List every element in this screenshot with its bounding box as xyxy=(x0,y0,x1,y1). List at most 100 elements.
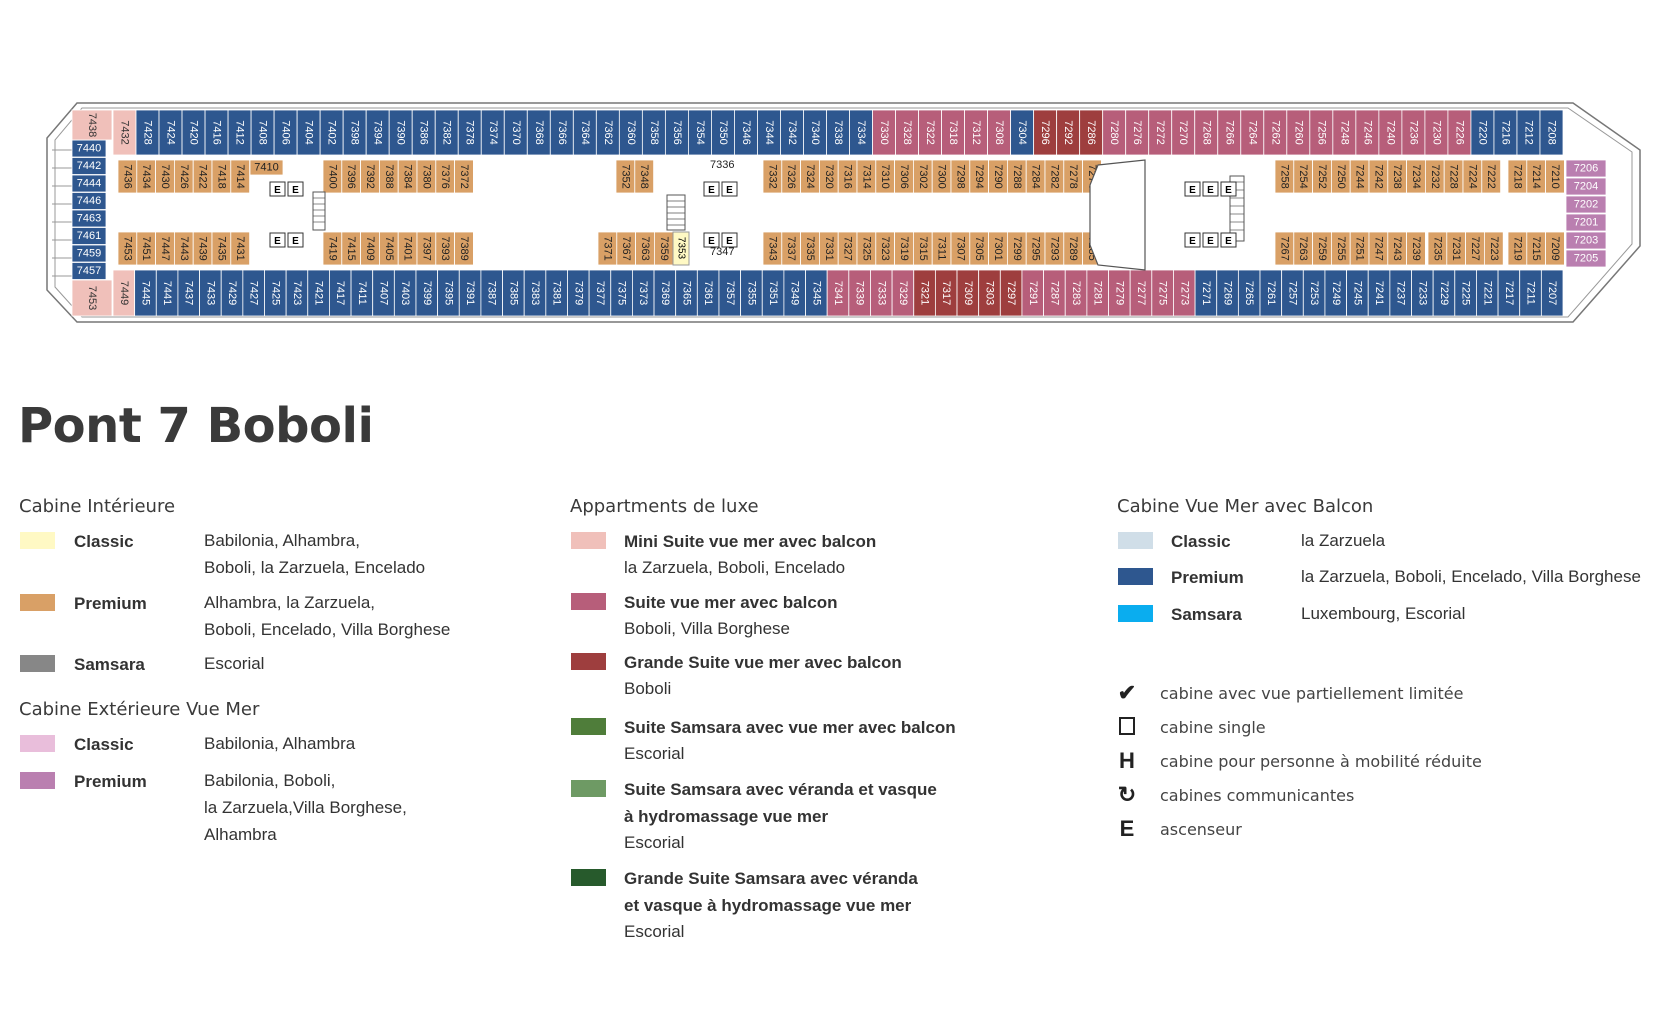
cabin-7358[interactable]: 7358 xyxy=(641,109,666,156)
cabin-7407[interactable]: 7407 xyxy=(372,269,395,317)
cabin-7265[interactable]: 7265 xyxy=(1237,269,1261,317)
cabin-7296[interactable]: 7296 xyxy=(1033,109,1058,156)
cabin-7246[interactable]: 7246 xyxy=(1355,109,1380,156)
cabin-7420[interactable]: 7420 xyxy=(181,109,206,156)
cabin-7217[interactable]: 7217 xyxy=(1497,269,1521,317)
cabin-7364[interactable]: 7364 xyxy=(572,109,597,156)
cabin-7245[interactable]: 7245 xyxy=(1346,269,1369,317)
cabin-7253[interactable]: 7253 xyxy=(1302,269,1326,317)
cabin-7360[interactable]: 7360 xyxy=(618,109,643,156)
cabin-7341[interactable]: 7341 xyxy=(826,269,850,317)
cabin-7415[interactable]: 7415 xyxy=(341,231,361,266)
cabin-7399[interactable]: 7399 xyxy=(415,269,439,317)
cabin-7325[interactable]: 7325 xyxy=(856,231,877,266)
cabin-7328[interactable]: 7328 xyxy=(895,109,919,156)
cabin-7427[interactable]: 7427 xyxy=(242,269,265,317)
cabin-7231[interactable]: 7231 xyxy=(1446,231,1467,266)
cabin-7392[interactable]: 7392 xyxy=(360,159,380,194)
cabin-7272[interactable]: 7272 xyxy=(1148,109,1173,156)
cabin-7256[interactable]: 7256 xyxy=(1309,109,1334,156)
cabin-7239[interactable]: 7239 xyxy=(1406,231,1426,266)
cabin-7348[interactable]: 7348 xyxy=(634,159,654,194)
cabin-7378[interactable]: 7378 xyxy=(457,109,482,156)
cabin-7320[interactable]: 7320 xyxy=(819,159,839,194)
cabin-7290[interactable]: 7290 xyxy=(988,159,1008,194)
cabin-7411[interactable]: 7411 xyxy=(350,269,374,317)
cabin-7270[interactable]: 7270 xyxy=(1171,109,1196,156)
cabin-7368[interactable]: 7368 xyxy=(526,109,551,156)
cabin-7453[interactable]: 7453 xyxy=(71,279,113,317)
cabin-7421[interactable]: 7421 xyxy=(307,269,330,317)
cabin-7387[interactable]: 7387 xyxy=(480,269,503,317)
cabin-7340[interactable]: 7340 xyxy=(803,109,827,156)
cabin-7405[interactable]: 7405 xyxy=(378,231,399,266)
cabin-7208[interactable]: 7208 xyxy=(1539,109,1564,156)
cabin-7393[interactable]: 7393 xyxy=(435,231,455,266)
cabin-7365[interactable]: 7365 xyxy=(675,269,698,317)
cabin-7300[interactable]: 7300 xyxy=(931,159,952,194)
cabin-7289[interactable]: 7289 xyxy=(1063,231,1084,266)
cabin-7292[interactable]: 7292 xyxy=(1056,109,1081,156)
cabin-7433[interactable]: 7433 xyxy=(199,269,222,317)
cabin-7304[interactable]: 7304 xyxy=(1010,109,1035,156)
cabin-7425[interactable]: 7425 xyxy=(264,269,287,317)
cabin-7342[interactable]: 7342 xyxy=(780,109,804,156)
cabin-7326[interactable]: 7326 xyxy=(781,159,801,194)
cabin-7234[interactable]: 7234 xyxy=(1406,159,1426,194)
cabin-7314[interactable]: 7314 xyxy=(856,159,877,194)
cabin-7434[interactable]: 7434 xyxy=(136,159,157,194)
cabin-7243[interactable]: 7243 xyxy=(1387,231,1408,266)
cabin-7263[interactable]: 7263 xyxy=(1293,231,1314,266)
cabin-7266[interactable]: 7266 xyxy=(1217,109,1242,156)
cabin-7447[interactable]: 7447 xyxy=(155,231,175,266)
cabin-7291[interactable]: 7291 xyxy=(1021,269,1044,317)
cabin-7359[interactable]: 7359 xyxy=(654,231,674,266)
cabin-7276[interactable]: 7276 xyxy=(1125,109,1150,156)
cabin-7295[interactable]: 7295 xyxy=(1025,231,1046,266)
cabin-7282[interactable]: 7282 xyxy=(1044,159,1065,194)
cabin-7381[interactable]: 7381 xyxy=(545,269,568,317)
cabin-7428[interactable]: 7428 xyxy=(135,109,160,156)
cabin-7216[interactable]: 7216 xyxy=(1493,109,1518,156)
cabin-7335[interactable]: 7335 xyxy=(800,231,820,266)
cabin-7386[interactable]: 7386 xyxy=(411,109,436,156)
cabin-7398[interactable]: 7398 xyxy=(342,109,367,156)
cabin-7293[interactable]: 7293 xyxy=(1044,231,1065,266)
cabin-7211[interactable]: 7211 xyxy=(1519,269,1542,317)
cabin-7369[interactable]: 7369 xyxy=(653,269,677,317)
cabin-7406[interactable]: 7406 xyxy=(273,109,298,156)
cabin-7262[interactable]: 7262 xyxy=(1263,109,1288,156)
cabin-7419[interactable]: 7419 xyxy=(322,231,343,266)
cabin-7207[interactable]: 7207 xyxy=(1540,269,1564,317)
cabin-7410[interactable]: 7410 xyxy=(249,159,284,176)
cabin-7303[interactable]: 7303 xyxy=(978,269,1001,317)
cabin-7376[interactable]: 7376 xyxy=(435,159,455,194)
cabin-7444[interactable]: 7444 xyxy=(71,174,107,193)
cabin-7305[interactable]: 7305 xyxy=(969,231,989,266)
cabin-7334[interactable]: 7334 xyxy=(849,109,873,156)
cabin-7362[interactable]: 7362 xyxy=(595,109,620,156)
cabin-7414[interactable]: 7414 xyxy=(230,159,251,194)
cabin-7264[interactable]: 7264 xyxy=(1240,109,1265,156)
cabin-7423[interactable]: 7423 xyxy=(285,269,309,317)
cabin-7219[interactable]: 7219 xyxy=(1507,231,1528,266)
cabin-7201[interactable]: 7201 xyxy=(1565,213,1607,232)
cabin-7280[interactable]: 7280 xyxy=(1102,109,1127,156)
cabin-7352[interactable]: 7352 xyxy=(615,159,636,194)
cabin-7225[interactable]: 7225 xyxy=(1454,269,1477,317)
cabin-7286[interactable]: 7286 xyxy=(1079,109,1104,156)
cabin-7412[interactable]: 7412 xyxy=(227,109,252,156)
cabin-7353[interactable]: 7353 xyxy=(672,231,690,266)
cabin-7322[interactable]: 7322 xyxy=(918,109,942,156)
cabin-7345[interactable]: 7345 xyxy=(805,269,828,317)
cabin-7302[interactable]: 7302 xyxy=(913,159,933,194)
cabin-7403[interactable]: 7403 xyxy=(393,269,417,317)
cabin-7203[interactable]: 7203 xyxy=(1565,231,1607,250)
cabin-7459[interactable]: 7459 xyxy=(71,244,107,263)
cabin-7344[interactable]: 7344 xyxy=(757,109,781,156)
cabin-7383[interactable]: 7383 xyxy=(523,269,547,317)
cabin-7209[interactable]: 7209 xyxy=(1545,231,1565,266)
cabin-7230[interactable]: 7230 xyxy=(1424,109,1449,156)
cabin-7382[interactable]: 7382 xyxy=(434,109,459,156)
cabin-7241[interactable]: 7241 xyxy=(1367,269,1391,317)
